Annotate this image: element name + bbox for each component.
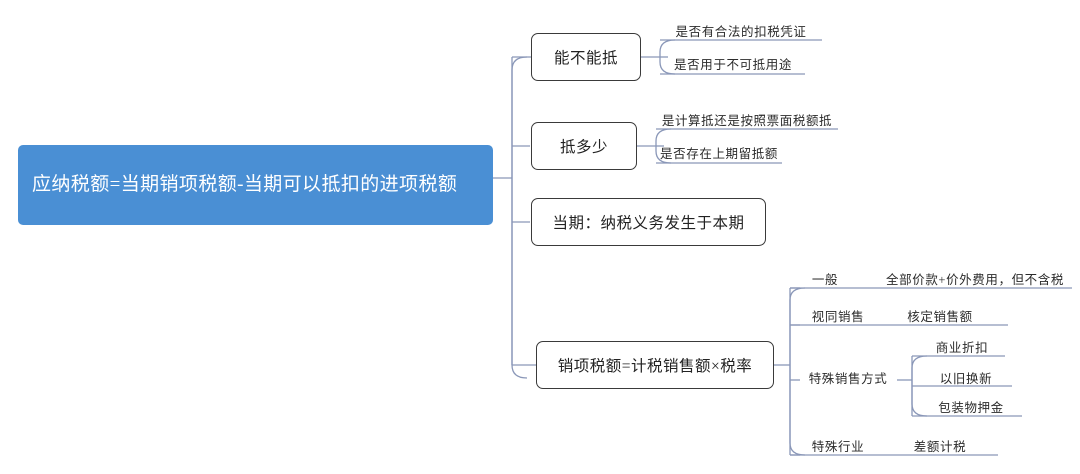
leaf-label-full-price-plus-extra-fees: 全部价款+价外费用，但不含税 bbox=[886, 273, 1064, 287]
root-node-label: 应纳税额=当期销项税额-当期可以抵扣的进项税额 bbox=[32, 174, 458, 195]
root-node[interactable]: 应纳税额=当期销项税额-当期可以抵扣的进项税额 bbox=[18, 145, 493, 225]
branch-node-label: 抵多少 bbox=[559, 139, 608, 156]
leaf-label-prior-period-credit: 是否存在上期留抵额 bbox=[660, 147, 778, 161]
subnode-label-special-industries: 特殊行业 bbox=[811, 440, 865, 454]
subnode-label-general: 一般 bbox=[811, 273, 839, 287]
branch-node-label: 当期：纳税义务发生于本期 bbox=[552, 215, 745, 232]
subnode-label-special-sales-methods: 特殊销售方式 bbox=[808, 372, 888, 386]
leaf-label-legal-deduction-voucher: 是否有合法的扣税凭证 bbox=[675, 25, 807, 39]
leaf-label-assessed-sales-amount: 核定销售额 bbox=[907, 310, 973, 324]
branch-node-neng-bu-neng-di[interactable]: 能不能抵 bbox=[531, 33, 641, 81]
branch-node-current-period[interactable]: 当期：纳税义务发生于本期 bbox=[531, 198, 766, 246]
branch-node-output-tax-formula[interactable]: 销项税额=计税销售额×税率 bbox=[536, 341, 774, 389]
leaf-label-calculated-or-invoice-amount: 是计算抵还是按照票面税额抵 bbox=[661, 114, 833, 128]
leaf-label-trade-in: 以旧换新 bbox=[939, 372, 993, 386]
subnode-label-deemed-sales: 视同销售 bbox=[811, 310, 865, 324]
branch-node-label: 销项税额=计税销售额×税率 bbox=[557, 358, 753, 375]
leaf-label-commercial-discount: 商业折扣 bbox=[935, 341, 989, 355]
branch-node-di-duo-shao[interactable]: 抵多少 bbox=[531, 122, 637, 170]
branch-node-label: 能不能抵 bbox=[553, 50, 618, 67]
leaf-label-non-deductible-use: 是否用于不可抵用途 bbox=[674, 58, 792, 72]
leaf-label-packaging-deposit: 包装物押金 bbox=[938, 401, 1004, 415]
leaf-label-differential-taxation: 差额计税 bbox=[913, 440, 967, 454]
